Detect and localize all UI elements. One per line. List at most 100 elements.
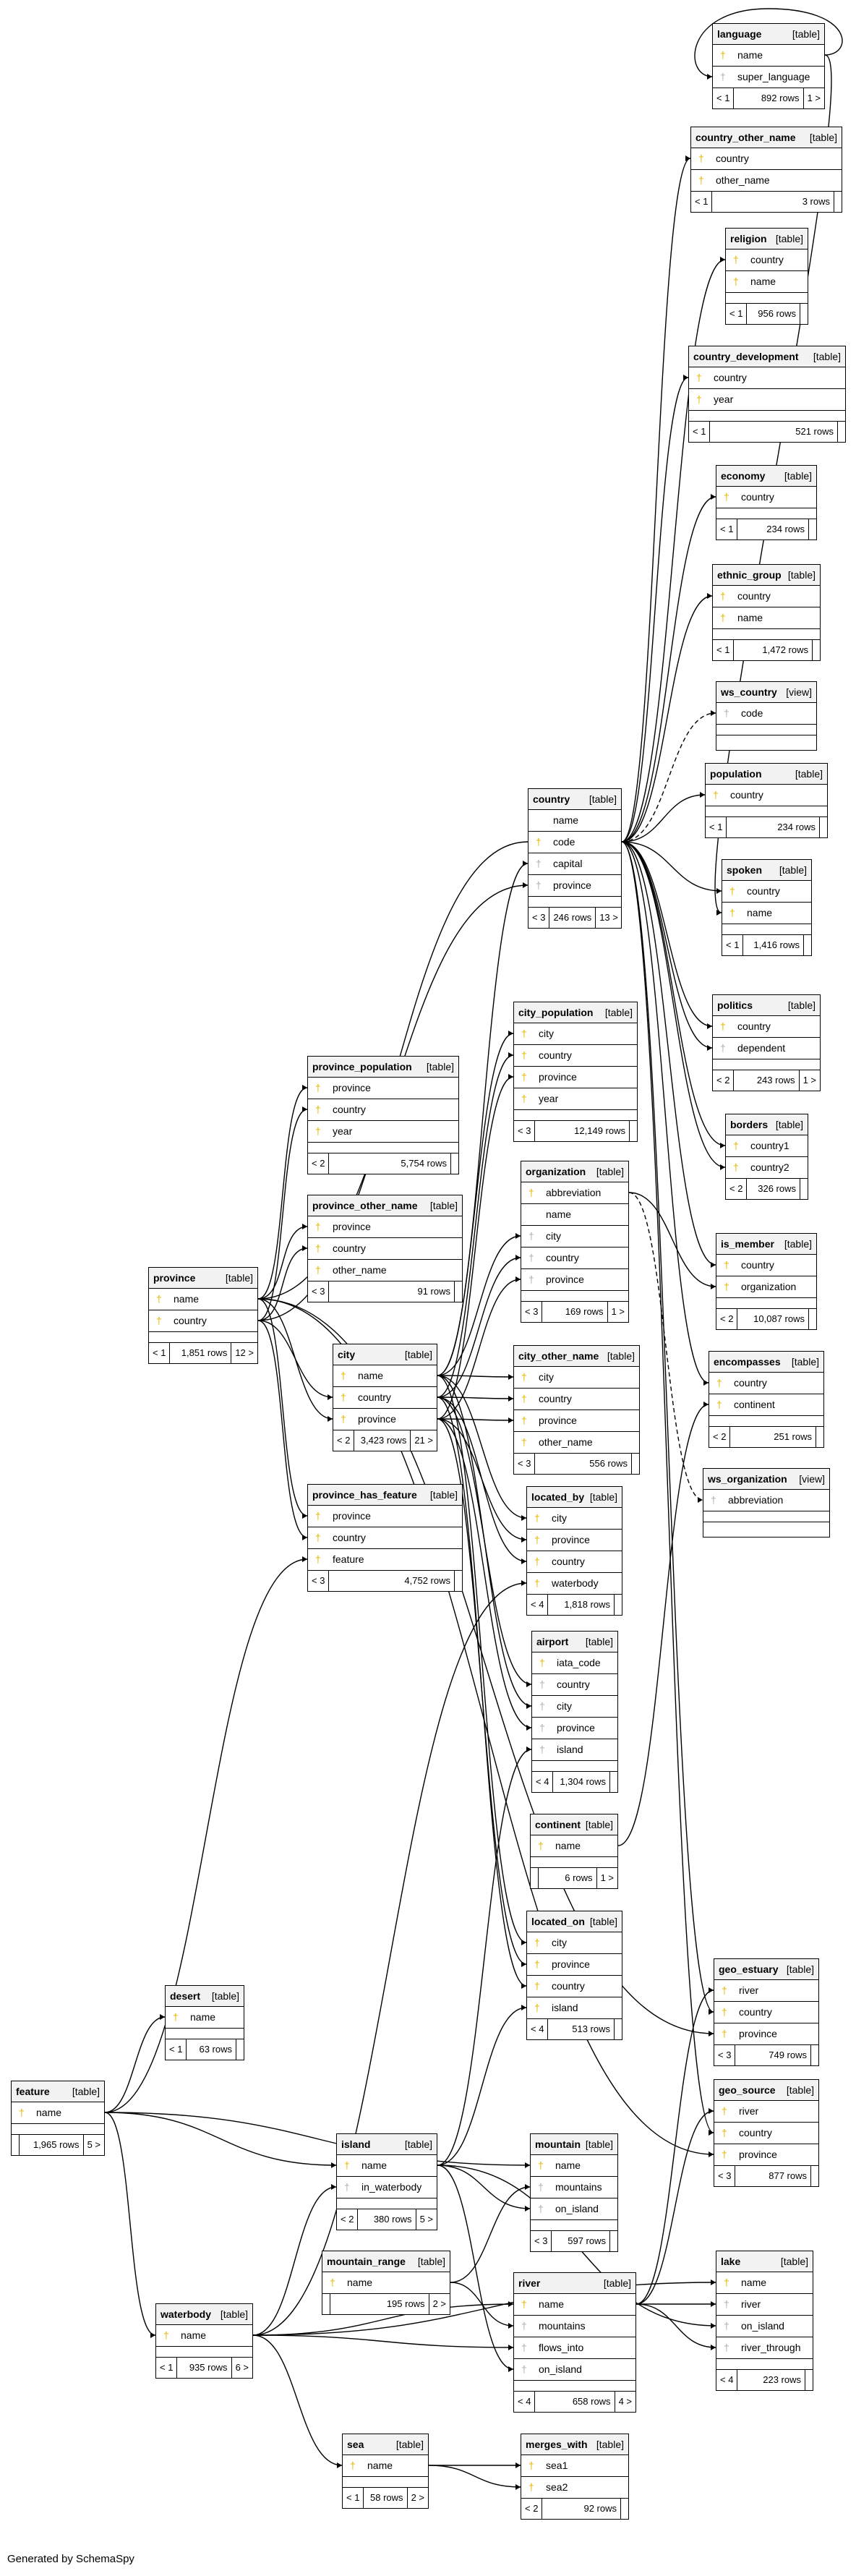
- column-name[interactable]: †name: [713, 45, 824, 67]
- column-name[interactable]: †name: [722, 903, 811, 924]
- parents-link[interactable]: < 1: [713, 640, 735, 660]
- parents-link[interactable]: < 4: [514, 2392, 536, 2412]
- column-iata-code[interactable]: †iata_code: [532, 1652, 617, 1674]
- children-link[interactable]: [610, 2231, 617, 2251]
- column-province[interactable]: †province: [514, 1067, 637, 1088]
- children-link[interactable]: 1 >: [807, 93, 821, 103]
- column-other-name[interactable]: †other_name: [514, 1432, 639, 1454]
- column-code[interactable]: †code: [716, 703, 816, 725]
- column-on-island[interactable]: †on_island: [514, 2359, 635, 2381]
- children-link[interactable]: [615, 2019, 622, 2039]
- column-name[interactable]: name: [528, 810, 621, 832]
- table-name[interactable]: province_population: [312, 1061, 412, 1072]
- table-name[interactable]: province_has_feature: [312, 1489, 417, 1501]
- table-name[interactable]: waterbody: [160, 2308, 212, 2320]
- parents-link[interactable]: < 1: [713, 88, 735, 108]
- parents-link[interactable]: [322, 2294, 330, 2314]
- children-link[interactable]: 2 >: [411, 2492, 424, 2503]
- parents-link[interactable]: < 1: [156, 2358, 178, 2378]
- parents-link[interactable]: < 2: [713, 1070, 735, 1091]
- children-link[interactable]: 1 >: [600, 1872, 614, 1883]
- column-name[interactable]: name: [521, 1204, 628, 1226]
- column-capital[interactable]: †capital: [528, 853, 621, 875]
- table-name[interactable]: merges_with: [526, 2439, 588, 2450]
- column-country[interactable]: †country: [308, 1527, 462, 1549]
- table-name[interactable]: geo_estuary: [719, 1963, 779, 1975]
- children-link[interactable]: [621, 2499, 628, 2519]
- column-year[interactable]: †year: [514, 1088, 637, 1110]
- children-link[interactable]: [816, 1427, 823, 1447]
- column-province[interactable]: †province: [521, 1269, 628, 1291]
- table-geo-source[interactable]: geo_source[table]†river†country†province…: [714, 2079, 819, 2187]
- column-in-waterbody[interactable]: †in_waterbody: [337, 2177, 437, 2198]
- parents-link[interactable]: < 3: [308, 1281, 330, 1302]
- column-waterbody[interactable]: †waterbody: [527, 1573, 622, 1595]
- column-country[interactable]: †country: [722, 881, 811, 903]
- column-on-island[interactable]: †on_island: [531, 2198, 617, 2220]
- column-country[interactable]: †country: [527, 1551, 622, 1573]
- column-name[interactable]: †name: [333, 1365, 437, 1387]
- column-city[interactable]: †city: [514, 1367, 639, 1389]
- table-name[interactable]: mountain_range: [327, 2256, 406, 2267]
- children-link[interactable]: [838, 422, 845, 442]
- parents-link[interactable]: < 3: [528, 908, 550, 928]
- children-link[interactable]: [809, 1309, 816, 1329]
- children-link[interactable]: 4 >: [618, 2396, 632, 2407]
- table-name[interactable]: city: [338, 1349, 356, 1360]
- parents-link[interactable]: < 1: [149, 1343, 171, 1363]
- column-river[interactable]: †river: [714, 2101, 818, 2123]
- column-province[interactable]: †province: [532, 1718, 617, 1739]
- children-link[interactable]: [820, 817, 827, 837]
- parents-link[interactable]: < 2: [521, 2499, 543, 2519]
- parents-link[interactable]: < 2: [337, 2209, 359, 2230]
- column-province[interactable]: †province: [308, 1216, 462, 1238]
- table-name[interactable]: ws_organization: [708, 1473, 787, 1485]
- parents-link[interactable]: [12, 2135, 20, 2155]
- parents-link[interactable]: < 3: [531, 2231, 552, 2251]
- column-name[interactable]: †name: [531, 1835, 617, 1857]
- table-name[interactable]: province_other_name: [312, 1200, 418, 1211]
- table-lake[interactable]: lake[table]†name†river†on_island†river_t…: [716, 2251, 813, 2391]
- table-name[interactable]: ethnic_group: [717, 569, 782, 581]
- column-country[interactable]: †country: [308, 1238, 462, 1260]
- column-dependent[interactable]: †dependent: [713, 1038, 820, 1059]
- column-country[interactable]: †country: [709, 1373, 823, 1394]
- children-link[interactable]: [834, 192, 842, 212]
- table-name[interactable]: continent: [535, 1819, 581, 1830]
- column-country[interactable]: †country: [527, 1976, 622, 1997]
- column-name[interactable]: †name: [343, 2455, 428, 2477]
- column-province[interactable]: †province: [333, 1409, 437, 1430]
- column-name[interactable]: †name: [12, 2102, 104, 2124]
- column-sea2[interactable]: †sea2: [521, 2477, 628, 2499]
- parents-link[interactable]: < 2: [709, 1427, 731, 1447]
- column-other-name[interactable]: †other_name: [308, 1260, 462, 1281]
- children-link[interactable]: [811, 2166, 818, 2186]
- column-province[interactable]: †province: [714, 2023, 818, 2045]
- table-name[interactable]: sea: [347, 2439, 364, 2450]
- parents-link[interactable]: < 2: [308, 1153, 330, 1174]
- table-name[interactable]: city_other_name: [518, 1350, 599, 1362]
- column-name[interactable]: †name: [156, 2325, 252, 2347]
- column-other-name[interactable]: †other_name: [691, 170, 842, 192]
- column-year[interactable]: †year: [308, 1121, 458, 1143]
- table-name[interactable]: desert: [170, 1990, 201, 2002]
- table-geo-estuary[interactable]: geo_estuary[table]†river†country†provinc…: [714, 1958, 819, 2066]
- column-country[interactable]: †country: [713, 1016, 820, 1038]
- table-country-other-name[interactable]: country_other_name[table]†country†other_…: [690, 127, 842, 213]
- column-river[interactable]: †river: [716, 2294, 813, 2316]
- parents-link[interactable]: < 1: [689, 422, 711, 442]
- children-link[interactable]: 21 >: [414, 1435, 433, 1446]
- children-link[interactable]: 1 >: [803, 1075, 816, 1086]
- children-link[interactable]: [804, 935, 811, 955]
- table-province-has-feature[interactable]: province_has_feature[table]†province†cou…: [307, 1484, 463, 1592]
- column-name[interactable]: †name: [531, 2155, 617, 2177]
